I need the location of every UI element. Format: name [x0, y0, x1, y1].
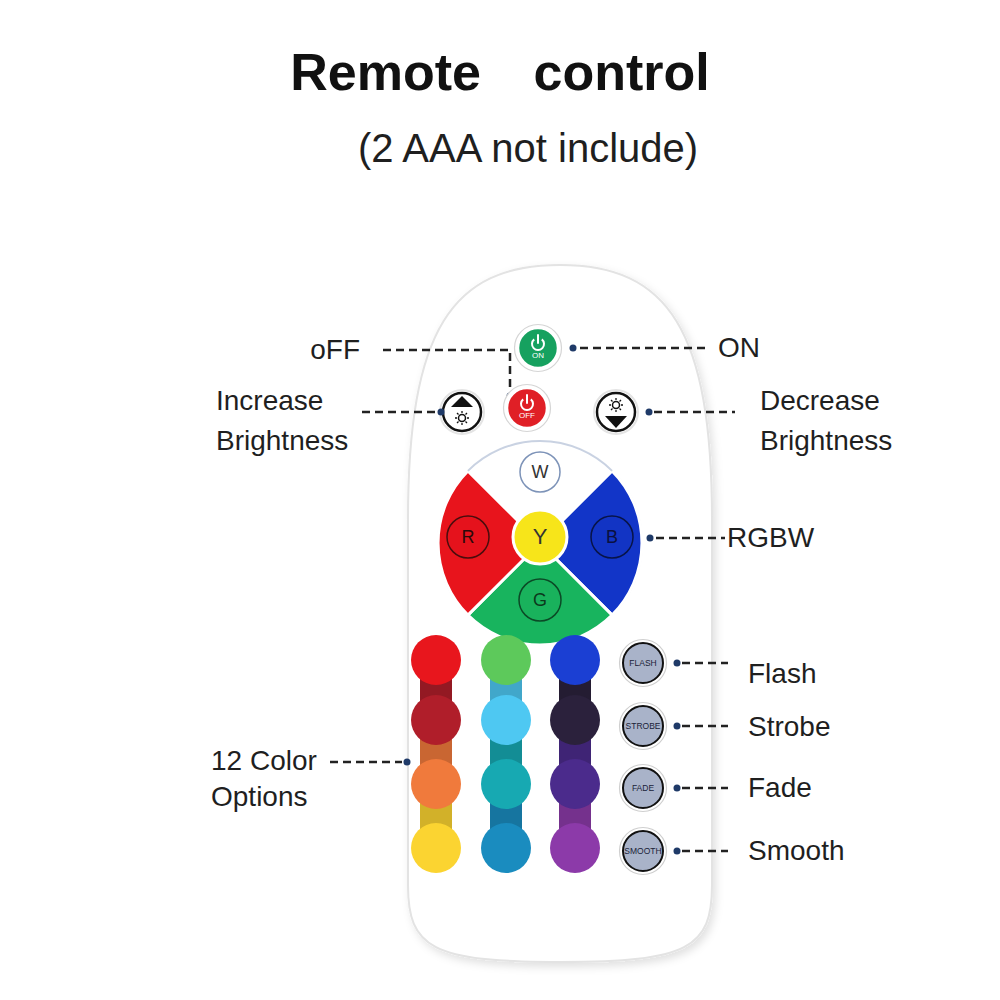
- button-label: FLASH: [618, 659, 668, 668]
- mode-button: STROBE: [618, 701, 668, 751]
- heading: Remote control: [0, 42, 1000, 102]
- color-button: [411, 635, 461, 685]
- button-label: SMOOTH: [618, 847, 668, 856]
- button-face: [507, 388, 547, 428]
- leader-dots: [404, 345, 681, 855]
- button-face: [518, 328, 558, 368]
- yellow-button: Y: [508, 505, 572, 569]
- color-button: [550, 823, 600, 873]
- leader-dot: [404, 759, 411, 766]
- color-button: [481, 823, 531, 873]
- leader-dot: [674, 660, 681, 667]
- leader-line: [682, 725, 728, 728]
- button-ring: [440, 390, 484, 434]
- color-button: [411, 759, 461, 809]
- mode-button: FLASH: [618, 638, 668, 688]
- callout-label: oFF: [260, 331, 360, 369]
- leader-dot: [674, 785, 681, 792]
- down-arrow-icon: [605, 416, 627, 428]
- mode-button: FADE: [618, 763, 668, 813]
- button-shape: [502, 383, 552, 433]
- red-button: R: [442, 511, 494, 563]
- leader-dot: [647, 535, 654, 542]
- color-button: [550, 635, 600, 685]
- sun-rays: [455, 411, 469, 425]
- callout-label: Fade: [748, 769, 868, 807]
- power-on-button: ON: [513, 323, 563, 373]
- leader-line: [654, 411, 735, 414]
- button-shape: [513, 323, 563, 373]
- leader-line: [682, 662, 728, 665]
- color-button: [481, 695, 531, 745]
- callout-label: RGBW: [727, 519, 827, 557]
- leader-line: [682, 850, 728, 853]
- wheel-rim: [437, 440, 643, 646]
- callout-label: ON: [718, 329, 798, 367]
- leader-lines: [330, 348, 735, 851]
- color-button: [481, 759, 531, 809]
- brightness-up-button: [443, 393, 481, 431]
- blue-button: B: [586, 511, 638, 563]
- callout-label: Decrease Brightness: [760, 381, 910, 461]
- button-label: G: [514, 591, 566, 609]
- brightness-down-button: [597, 393, 635, 431]
- leader-line: [580, 347, 705, 350]
- leader-line: [330, 761, 402, 764]
- leader-line: [656, 537, 725, 540]
- leader-line: [362, 411, 436, 414]
- button-label: FADE: [618, 784, 668, 793]
- color-button: [481, 635, 531, 685]
- callout-label: Increase Brightness: [216, 381, 366, 461]
- battery-note: (2 AAA not include): [228, 124, 828, 172]
- button-ring: [504, 385, 551, 432]
- color-button: [411, 695, 461, 745]
- button-label: R: [442, 528, 494, 546]
- leader-dot: [570, 345, 577, 352]
- sun-rays: [609, 398, 623, 412]
- remote-body: [408, 265, 712, 962]
- leader-dot: [646, 409, 653, 416]
- callout-label: 12 Color Options: [211, 743, 341, 815]
- callout-label: Strobe: [748, 708, 868, 746]
- callout-label: Smooth: [748, 832, 888, 870]
- leader-line: [383, 350, 510, 392]
- sun-icon: [613, 402, 620, 409]
- button-ring: [594, 390, 638, 434]
- leader-line: [682, 787, 728, 790]
- white-button: W: [515, 447, 565, 497]
- power-off-button: OFF: [502, 383, 552, 433]
- color-button: [550, 759, 600, 809]
- button-label: OFF: [502, 412, 552, 420]
- green-button: G: [514, 574, 566, 626]
- leader-dot: [674, 723, 681, 730]
- button-label: B: [586, 528, 638, 546]
- color-button: [550, 695, 600, 745]
- button-label: ON: [513, 352, 563, 360]
- mode-button: SMOOTH: [618, 826, 668, 876]
- up-arrow-icon: [451, 396, 473, 407]
- color-grid: [411, 635, 600, 873]
- power-icon: [537, 335, 539, 343]
- button-label: STROBE: [618, 722, 668, 731]
- button-label: W: [515, 463, 565, 481]
- button-label: Y: [508, 526, 572, 548]
- leader-dot: [674, 848, 681, 855]
- color-button: [411, 823, 461, 873]
- sun-icon: [459, 415, 466, 422]
- button-ring: [515, 325, 562, 372]
- leader-dot: [438, 409, 445, 416]
- power-icon: [526, 395, 528, 403]
- callout-label: Flash: [748, 655, 868, 693]
